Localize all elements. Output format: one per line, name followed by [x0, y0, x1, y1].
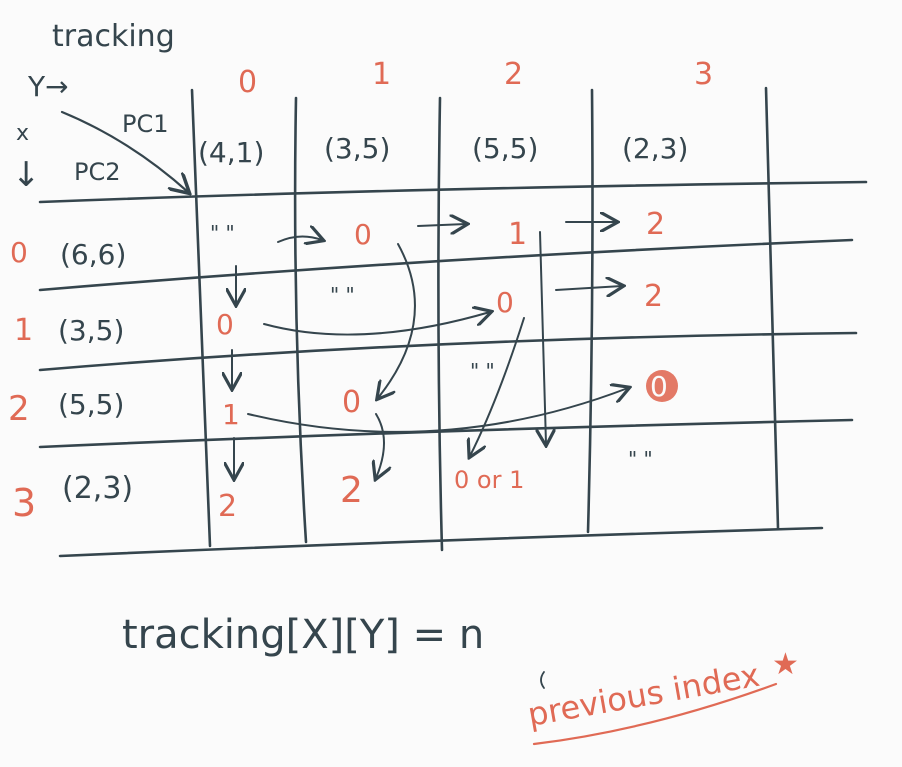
- row-header: 2 (5,5): [8, 388, 124, 429]
- column-header: 1 (3,5): [324, 57, 391, 165]
- column-header: 2 (5,5): [472, 57, 538, 165]
- grid-line: [38, 418, 854, 449]
- cell-value: 1: [222, 398, 240, 431]
- cell-empty: " ": [330, 283, 355, 307]
- arrow: [417, 224, 466, 226]
- cell-value: 2: [218, 489, 237, 524]
- cell-empty: " ": [628, 447, 653, 471]
- tracking-title: tracking: [52, 19, 175, 54]
- row-header: 3 (2,3): [12, 471, 133, 525]
- pointer-tick: [540, 671, 545, 689]
- header-diagonal: [60, 110, 188, 192]
- row-point: (3,5): [58, 314, 124, 347]
- y-axis-label: Y→: [27, 70, 69, 103]
- column-index: 1: [372, 57, 391, 92]
- arrow: [277, 236, 322, 242]
- row-header: 1 (3,5): [14, 313, 124, 348]
- cell-value: 2: [340, 470, 363, 511]
- x-axis-label: x: [16, 121, 29, 146]
- cell-value: 0: [342, 385, 361, 420]
- star-icon: ★: [772, 647, 799, 682]
- pc2-label: PC2: [74, 158, 121, 186]
- cell-empty: " ": [470, 359, 495, 383]
- grid-line: [38, 238, 854, 292]
- arrow: [263, 312, 490, 336]
- annotation-underline: [532, 682, 778, 746]
- row-index: 1: [14, 313, 33, 348]
- column-index: 2: [504, 57, 523, 92]
- arrow: [247, 388, 628, 433]
- tracking-arrows: [232, 222, 628, 478]
- cell-value: 0: [354, 218, 372, 251]
- column-point: (2,3): [622, 132, 688, 165]
- arrow: [376, 413, 384, 478]
- column-index: 3: [694, 57, 713, 92]
- column-header: 0 (4,1): [198, 65, 264, 169]
- grid-line: [190, 88, 212, 548]
- row-point: (5,5): [58, 388, 124, 421]
- cell-highlight-dot: [646, 370, 678, 402]
- column-point: (5,5): [472, 132, 538, 165]
- x-axis-arrow: ↓: [12, 155, 41, 195]
- arrow: [378, 243, 416, 398]
- row-header: 0 (6,6): [10, 236, 126, 271]
- pc1-label: PC1: [122, 110, 169, 138]
- cell-empty: " ": [210, 221, 235, 245]
- row-point: (6,6): [60, 238, 126, 271]
- column-index: 0: [238, 65, 257, 100]
- grid-line: [38, 331, 858, 372]
- grid-line: [38, 180, 868, 204]
- arrow: [540, 231, 546, 444]
- previous-index-annotation: previous index: [525, 656, 763, 734]
- row-index: 2: [8, 389, 30, 429]
- grid-line: [293, 96, 308, 544]
- cell-value: 2: [644, 279, 663, 314]
- arrow: [470, 317, 525, 456]
- arrow: [555, 286, 622, 290]
- grid-line: [586, 88, 594, 534]
- formula: tracking[X][Y] = n: [122, 612, 484, 658]
- grid-line: [764, 86, 780, 530]
- cell-value: 0: [216, 308, 234, 341]
- column-header: 3 (2,3): [622, 57, 713, 165]
- row-point: (2,3): [62, 471, 133, 506]
- cell-value: 2: [646, 207, 665, 242]
- row-index: 0: [10, 236, 28, 269]
- cell-value: 1: [508, 217, 527, 252]
- grid-line: [58, 526, 824, 558]
- column-point: (3,5): [324, 132, 390, 165]
- cell-value: 0: [650, 370, 668, 403]
- grid-line: [437, 96, 444, 552]
- cell-value: 0 or 1: [454, 466, 524, 494]
- row-index: 3: [12, 481, 36, 525]
- column-point: (4,1): [198, 136, 264, 169]
- cell-value: 0: [496, 286, 514, 319]
